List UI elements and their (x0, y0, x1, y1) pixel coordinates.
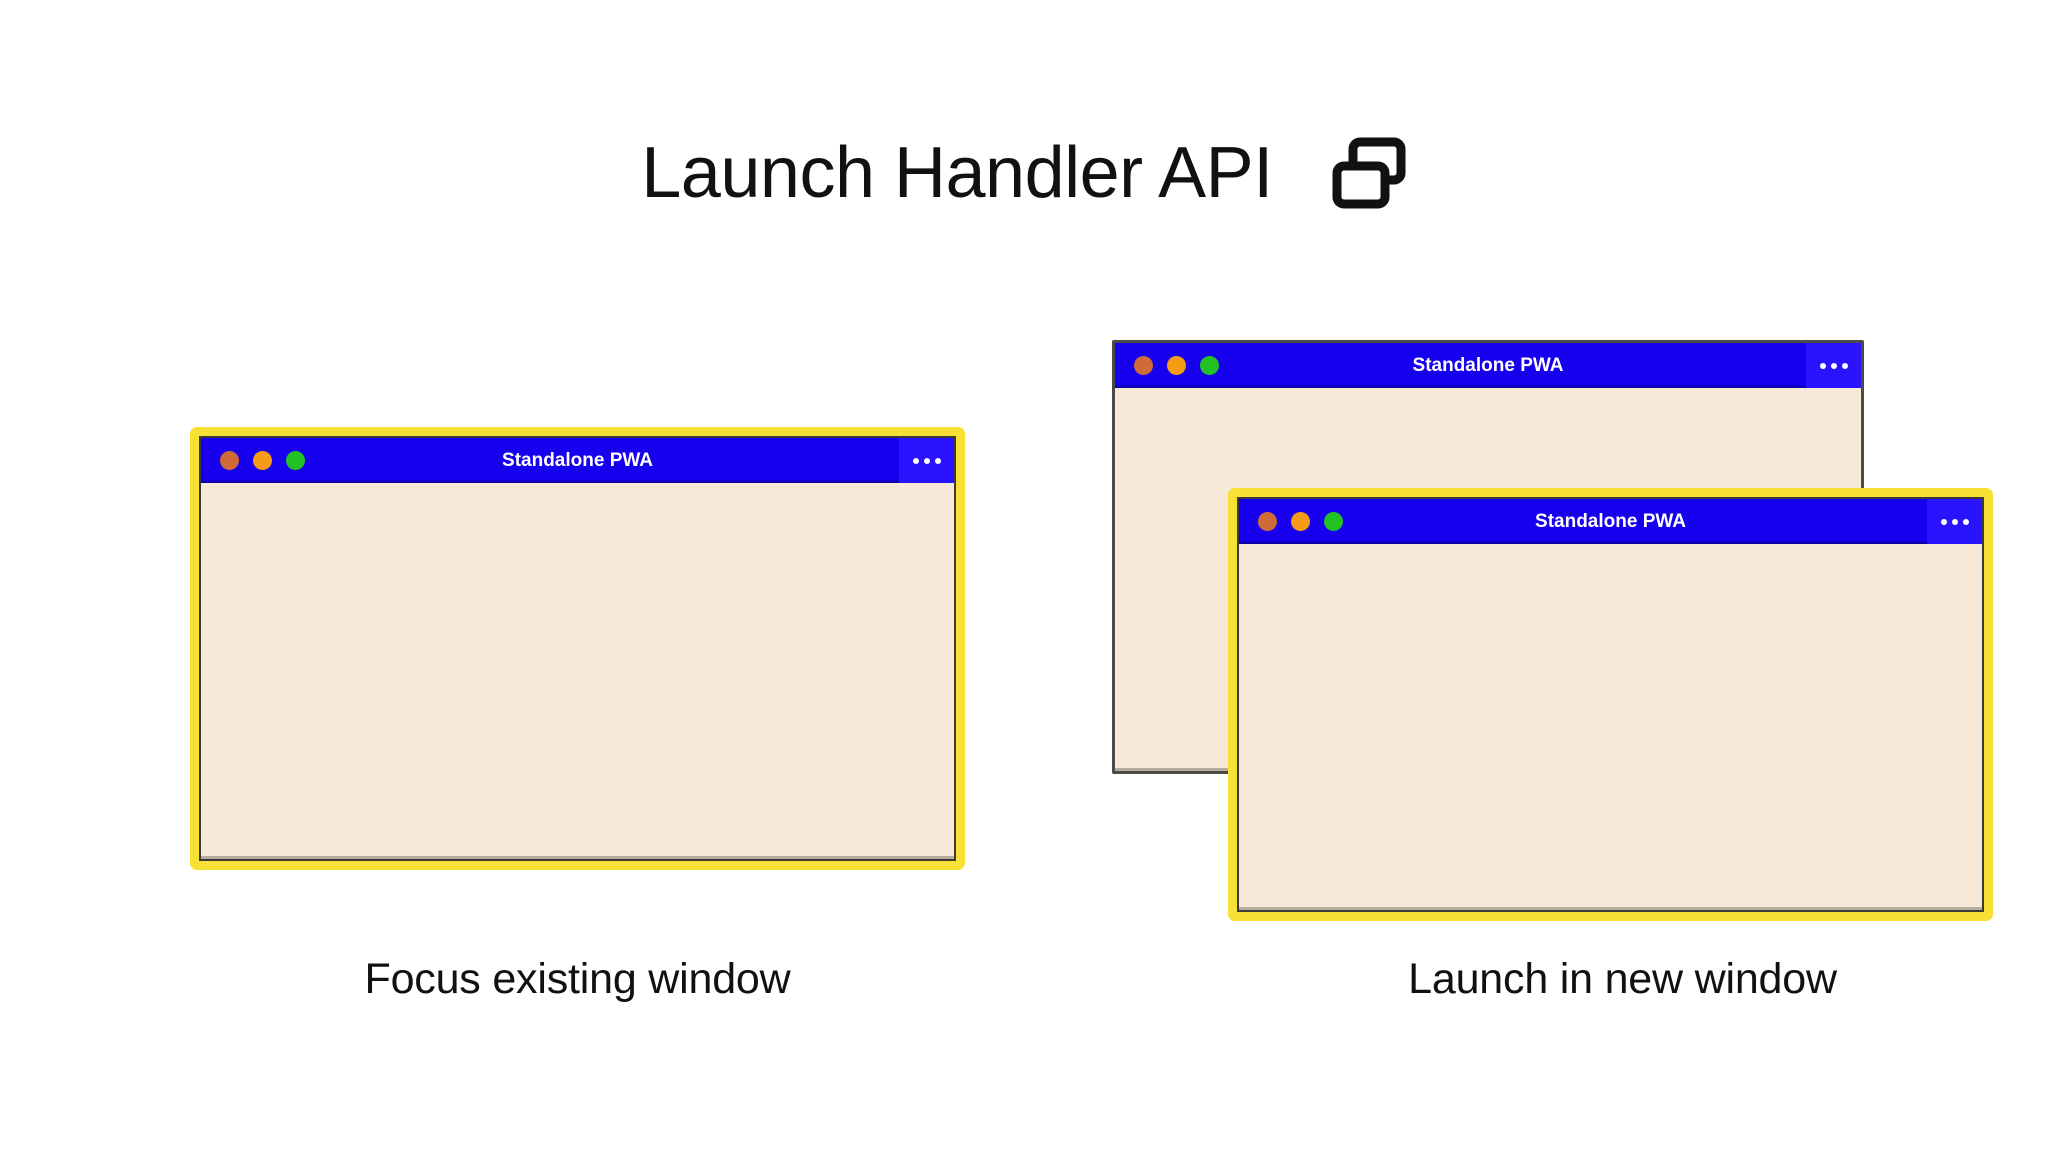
maximize-window-dot[interactable] (1200, 356, 1219, 375)
traffic-lights (220, 451, 305, 470)
traffic-lights (1134, 356, 1219, 375)
window-inner: Standalone PWA (1237, 497, 1984, 912)
window-titlebar[interactable]: Standalone PWA (201, 438, 954, 483)
window-titlebar[interactable]: Standalone PWA (1115, 343, 1861, 388)
caption-launch-in-new-window: Launch in new window (1408, 955, 1837, 1003)
close-window-dot[interactable] (1134, 356, 1153, 375)
window-title: Standalone PWA (1412, 354, 1564, 376)
window-menu-button[interactable] (1806, 343, 1861, 388)
maximize-window-dot[interactable] (1324, 512, 1343, 531)
minimize-window-dot[interactable] (1167, 356, 1186, 375)
window-content-area (201, 483, 954, 859)
page-title: Launch Handler API (641, 133, 1273, 213)
window-menu-button[interactable] (899, 438, 954, 483)
close-window-dot[interactable] (1258, 512, 1277, 531)
multi-window-icon (1331, 137, 1407, 209)
minimize-window-dot[interactable] (1291, 512, 1310, 531)
traffic-lights (1258, 512, 1343, 531)
window-title: Standalone PWA (502, 449, 653, 471)
maximize-window-dot[interactable] (286, 451, 305, 470)
page-header: Launch Handler API (0, 118, 2048, 228)
overflow-menu-icon (1940, 518, 1969, 525)
window-inner: Standalone PWA (199, 436, 956, 861)
window-titlebar[interactable]: Standalone PWA (1239, 499, 1982, 544)
standalone-pwa-window-focused[interactable]: Standalone PWA (190, 427, 965, 870)
caption-focus-existing-window: Focus existing window (364, 955, 791, 1003)
standalone-pwa-window-new[interactable]: Standalone PWA (1228, 488, 1993, 921)
window-title: Standalone PWA (1535, 510, 1686, 532)
minimize-window-dot[interactable] (253, 451, 272, 470)
overflow-menu-icon (1819, 362, 1848, 369)
overflow-menu-icon (912, 457, 941, 464)
window-content-area (1239, 544, 1982, 910)
window-menu-button[interactable] (1927, 499, 1982, 544)
close-window-dot[interactable] (220, 451, 239, 470)
